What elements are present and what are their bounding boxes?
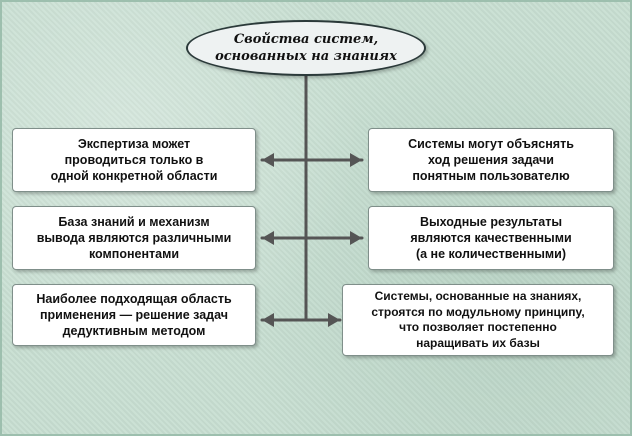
right-box-3: Системы, основанные на знаниях, строятся…	[342, 284, 614, 356]
right-box-1: Системы могут объяснять ход решения зада…	[368, 128, 614, 192]
left-box-2-line-3: компонентами	[88, 247, 180, 261]
left-box-1: Экспертиза может проводиться только в од…	[12, 128, 256, 192]
right-box-1-line-1: Системы могут объяснять	[408, 137, 574, 151]
left-box-1-line-1: Экспертиза может	[77, 137, 191, 151]
arrowhead-left-3	[262, 313, 274, 327]
left-box-3-line-3: дедуктивным методом	[62, 324, 206, 338]
right-box-3-line-3: что позволяет постепенно	[399, 320, 557, 334]
title-oval: Свойства систем, основанных на знаниях	[186, 20, 426, 76]
right-box-2-line-1: Выходные результаты	[419, 215, 563, 229]
right-box-2: Выходные результаты являются качественны…	[368, 206, 614, 270]
title-line-2: основанных на знаниях	[215, 49, 397, 64]
arrowhead-right-1	[350, 153, 362, 167]
left-box-3-line-2: применения — решение задач	[40, 308, 228, 322]
left-box-1-line-2: проводиться только в	[64, 153, 204, 167]
left-box-3: Наиболее подходящая область применения —…	[12, 284, 256, 346]
left-box-2-line-2: вывода являются различными	[36, 231, 232, 245]
right-box-2-line-3: (а не количественными)	[415, 247, 567, 261]
right-box-1-line-2: ход решения задачи	[427, 153, 554, 167]
right-box-1-line-3: понятным пользователю	[412, 169, 570, 183]
title-line-1: Свойства систем,	[233, 32, 379, 47]
right-box-3-line-2: строятся по модульному принципу,	[371, 304, 585, 319]
left-box-2: База знаний и механизм вывода являются р…	[12, 206, 256, 270]
left-box-2-line-1: База знаний и механизм	[58, 215, 210, 229]
arrowhead-right-2	[350, 231, 362, 245]
arrowhead-right-3	[328, 313, 340, 327]
right-box-2-line-2: являются качественными	[410, 231, 572, 245]
arrowhead-left-2	[262, 231, 274, 245]
right-box-3-line-1: Системы, основанные на знаниях,	[374, 289, 582, 303]
left-box-3-line-1: Наиболее подходящая область	[36, 292, 232, 306]
arrowhead-left-1	[262, 153, 274, 167]
left-box-1-line-3: одной конкретной области	[50, 169, 218, 183]
right-box-3-line-4: наращивать их базы	[416, 335, 540, 350]
